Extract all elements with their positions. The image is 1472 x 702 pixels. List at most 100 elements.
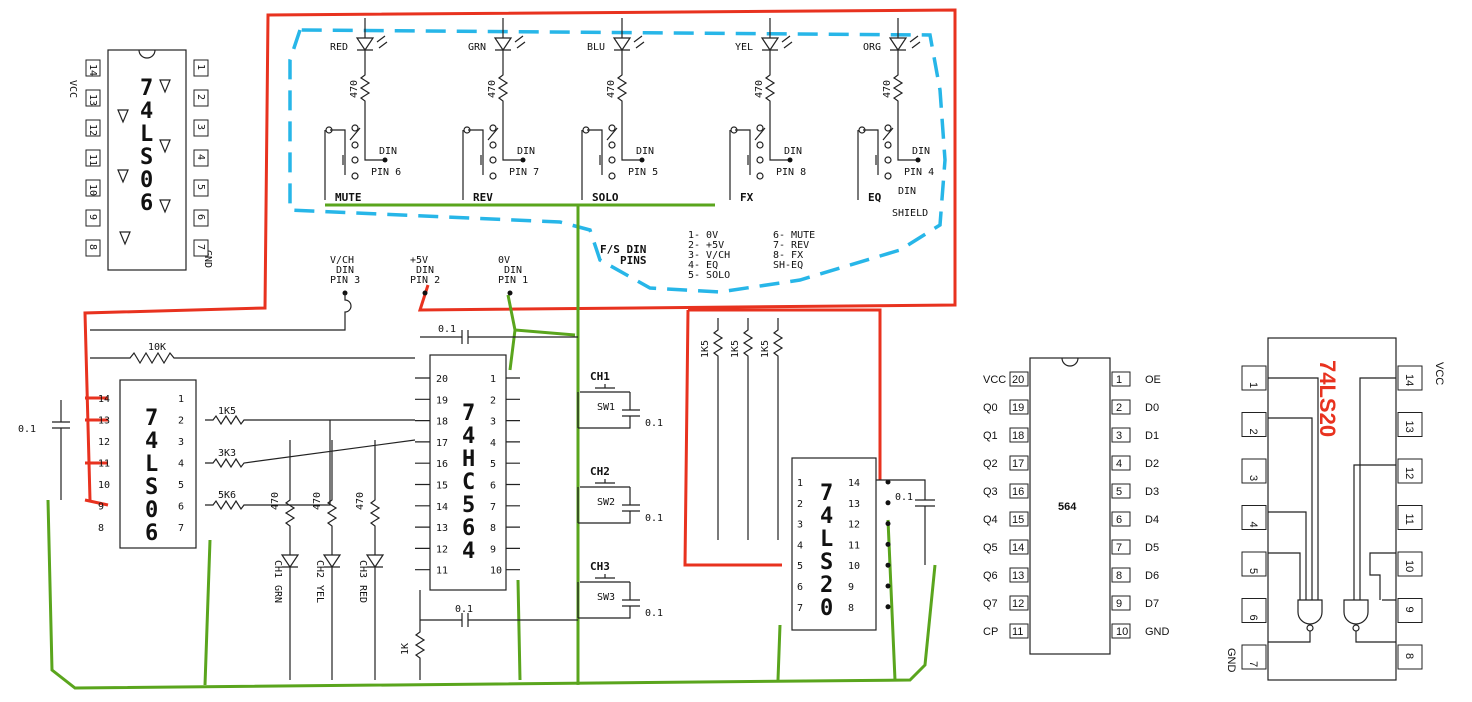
- pin-dot: [885, 479, 891, 485]
- chip-text: L: [145, 452, 158, 477]
- contact: [608, 156, 616, 164]
- chip-text: 0: [820, 596, 833, 621]
- pin-number: 14: [848, 478, 860, 489]
- pin-number: 7: [1247, 661, 1259, 667]
- ch-led: [322, 440, 342, 680]
- chip-text: 7: [820, 481, 833, 506]
- pin-box: [1111, 539, 1131, 555]
- pin-number: 8: [98, 523, 104, 534]
- vcc-label: VCC: [1433, 362, 1445, 385]
- pin-number: 12: [1403, 467, 1415, 479]
- pin-box: [1111, 483, 1131, 499]
- pin-box: [1241, 365, 1267, 391]
- pin-number: 5: [178, 480, 184, 491]
- din-pin-label: PIN 3: [330, 275, 360, 286]
- pin-number: 12: [1012, 598, 1024, 610]
- switch-label: CH3: [590, 560, 610, 573]
- pin-box: [1111, 399, 1131, 415]
- pin-number: 2: [797, 499, 803, 510]
- shield-label: SHIELD: [892, 208, 928, 219]
- pin-number: 20: [1012, 374, 1024, 386]
- pin-box: [1241, 458, 1267, 484]
- pin-number: 5: [797, 561, 803, 572]
- led-color-label: YEL: [735, 42, 753, 53]
- resistor-label: 470: [754, 80, 765, 98]
- pin-number: 6: [1247, 615, 1259, 621]
- pin-legend-item: 3- V/CH: [688, 250, 730, 261]
- led-symbol: [355, 18, 388, 150]
- pin-label: OE: [1145, 374, 1161, 386]
- pinout-74ls20: [1267, 337, 1397, 681]
- pin-legend-item: 6- MUTE: [773, 230, 815, 241]
- ch-led: [365, 440, 385, 680]
- chip-text: 5: [462, 493, 475, 518]
- led-color-label: GRN: [468, 42, 486, 53]
- pin-number: 2: [178, 416, 184, 427]
- pin-legend-item: 8- FX: [773, 250, 803, 261]
- pin-number: 4: [1247, 522, 1259, 528]
- din-pin-label: 0V: [498, 255, 510, 266]
- pin-box: [193, 239, 209, 257]
- pin-box: [1397, 505, 1423, 530]
- pin-number: 7: [490, 502, 496, 513]
- switch-label: CH2: [590, 465, 610, 478]
- switch-sw-label: SW2: [597, 497, 615, 508]
- pin-box: [1009, 399, 1029, 415]
- pin-box: [85, 179, 101, 197]
- pin-number: 5: [1116, 486, 1122, 498]
- pin-number: 10: [490, 566, 502, 577]
- gnd-rail: [46, 203, 937, 690]
- pin-number: 2: [195, 94, 206, 100]
- switch-label: REV: [473, 191, 493, 204]
- pin-number: 5: [490, 459, 496, 470]
- chip-title-char: S: [140, 145, 153, 170]
- pin-label: D6: [1145, 570, 1159, 582]
- pin-box: [1241, 412, 1267, 437]
- chip-text: 2: [820, 573, 833, 598]
- pinout-564: [1029, 357, 1111, 655]
- switch-symbol: [462, 127, 523, 200]
- pin-number: 10: [87, 184, 98, 196]
- chip74ls20-name: 74LS20: [1315, 360, 1340, 437]
- din-pin-label: DIN: [416, 265, 434, 276]
- pin-number: 10: [848, 561, 860, 572]
- resistor-label: 470: [606, 80, 617, 98]
- chip-title-char: L: [140, 122, 153, 147]
- chip564-name: 564: [1058, 501, 1077, 513]
- pin-number: 4: [490, 438, 496, 449]
- pin-number: 4: [797, 540, 803, 551]
- pin-number: 9: [490, 544, 496, 555]
- din-dot: [382, 157, 388, 163]
- pin-box: [85, 209, 101, 227]
- contact: [884, 172, 892, 180]
- pin-box: [1241, 505, 1267, 530]
- switch-label: EQ: [868, 191, 882, 204]
- din-pin-label: V/CH: [330, 255, 354, 266]
- ch-label: CH1: [272, 560, 283, 578]
- contact: [351, 141, 359, 149]
- ch-color-label: GRN: [272, 585, 283, 603]
- pin-number: 1: [178, 394, 184, 405]
- pin-dot: [885, 541, 891, 547]
- chip-title-char: 4: [140, 99, 153, 124]
- switch-symbol: [857, 127, 918, 200]
- led-symbol: [493, 18, 526, 150]
- pin-label: D7: [1145, 598, 1159, 610]
- resistor-label: 470: [349, 80, 360, 98]
- din-pin-label: +5V: [410, 255, 428, 266]
- shield-din-label: DIN: [898, 186, 916, 197]
- resistor-label: 470: [355, 492, 366, 510]
- contact: [884, 141, 892, 149]
- pin-number: 10: [1116, 626, 1128, 638]
- contact: [351, 156, 359, 164]
- contact: [756, 141, 764, 149]
- pin-number: 13: [87, 94, 98, 106]
- din-pin-label: PIN 4: [904, 167, 934, 178]
- chip-text: 7: [462, 401, 475, 426]
- pin-number: 11: [87, 154, 98, 166]
- contact: [463, 126, 471, 134]
- pin-number: 9: [848, 582, 854, 593]
- pin-number: 4: [195, 154, 206, 160]
- pin-number: 3: [1116, 430, 1122, 442]
- chip-text: H: [462, 447, 475, 472]
